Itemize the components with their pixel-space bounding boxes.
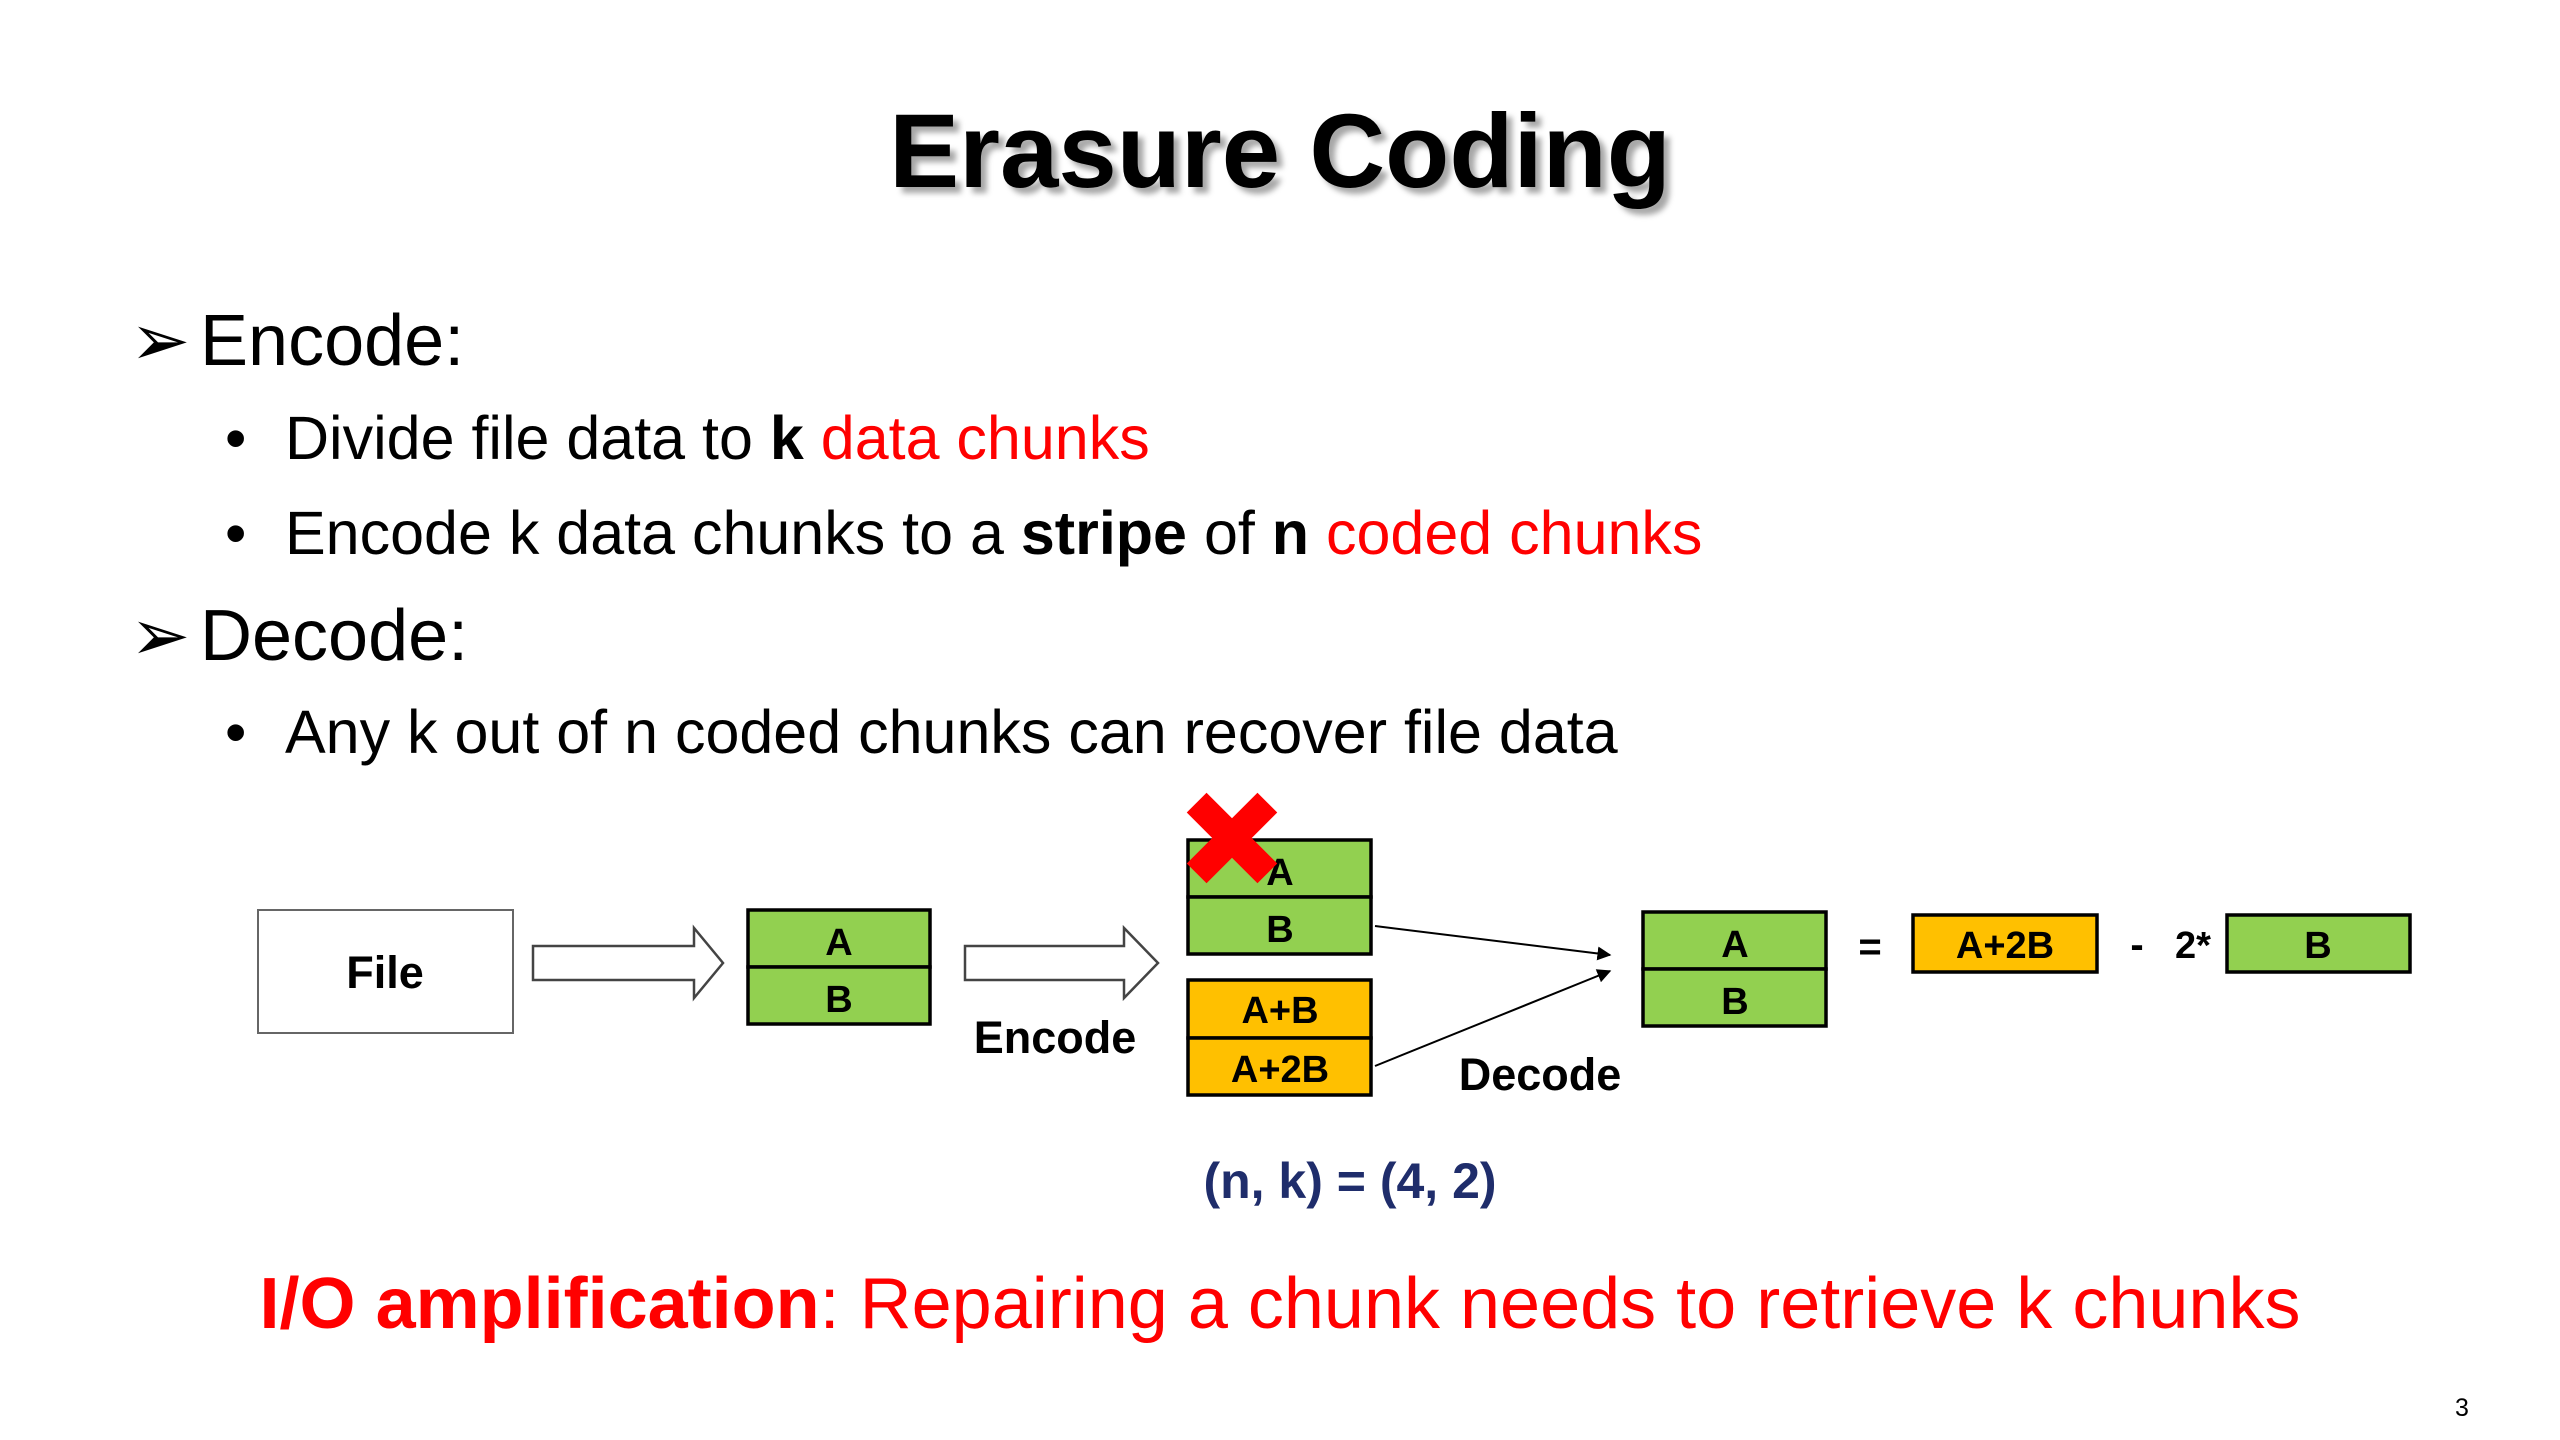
recovered-chunk-b-label: B [1721, 981, 1748, 1023]
data-chunk-b-label: B [825, 979, 852, 1021]
coded-chunk-a-plus-2b [1186, 1036, 1373, 1097]
bullet-icon: • [225, 698, 247, 766]
equals-sign: = [1858, 925, 1881, 969]
data-chunk-a-label: A [825, 922, 852, 964]
minus-sign: - [2130, 923, 2143, 967]
encode-label: Encode [974, 1012, 1137, 1063]
slide-title: Erasure Coding [889, 93, 1671, 210]
data-chunk-b [746, 965, 932, 1026]
coded-chunk-a-plus-b-label: A+B [1241, 990, 1318, 1032]
footer-statement: I/O amplification: Repairing a chunk nee… [259, 1264, 2301, 1344]
coded-chunk-a-plus-b [1186, 978, 1373, 1040]
equation-term-b [2225, 913, 2412, 974]
encode-bullet-1: •Divide file data to k data chunks [225, 404, 1150, 472]
equation-term-a-plus-2b [1911, 913, 2099, 974]
coded-chunk-b [1186, 895, 1373, 956]
hollow-arrow-icon [963, 924, 1160, 1002]
decode-bullet-1: •Any k out of n coded chunks can recover… [225, 698, 1618, 766]
decode-arrow-line [1374, 925, 1612, 961]
coded-chunk-b-label: B [1266, 909, 1293, 951]
page-number: 3 [2455, 1394, 2469, 1422]
bullet-icon: • [225, 499, 247, 567]
encode-bullet-2: •Encode k data chunks to a stripe of n c… [225, 499, 1703, 567]
recovered-chunk-b [1641, 967, 1828, 1028]
coded-chunk-a-plus-2b-label: A+2B [1231, 1049, 1329, 1091]
code-parameters: (n, k) = (4, 2) [1203, 1153, 1496, 1209]
hollow-arrow-icon [531, 924, 725, 1002]
failure-cross-icon [1186, 792, 1278, 884]
recovered-chunk-a-label: A [1721, 924, 1748, 966]
equation-term-a-plus-2b-label: A+2B [1956, 925, 2054, 967]
coefficient: 2* [2175, 925, 2211, 967]
equation-term-b-label: B [2304, 925, 2331, 967]
arrow-bullet-icon: ➢ [130, 301, 191, 381]
decode-arrow-line [1374, 969, 1612, 1067]
file-box [257, 909, 514, 1034]
bullet-icon: • [225, 404, 247, 472]
decode-heading: ➢Decode: [130, 596, 469, 676]
arrow-bullet-icon: ➢ [130, 596, 191, 676]
encode-heading: ➢Encode: [130, 301, 465, 381]
decode-label: Decode [1459, 1049, 1622, 1100]
file-label: File [346, 947, 424, 998]
